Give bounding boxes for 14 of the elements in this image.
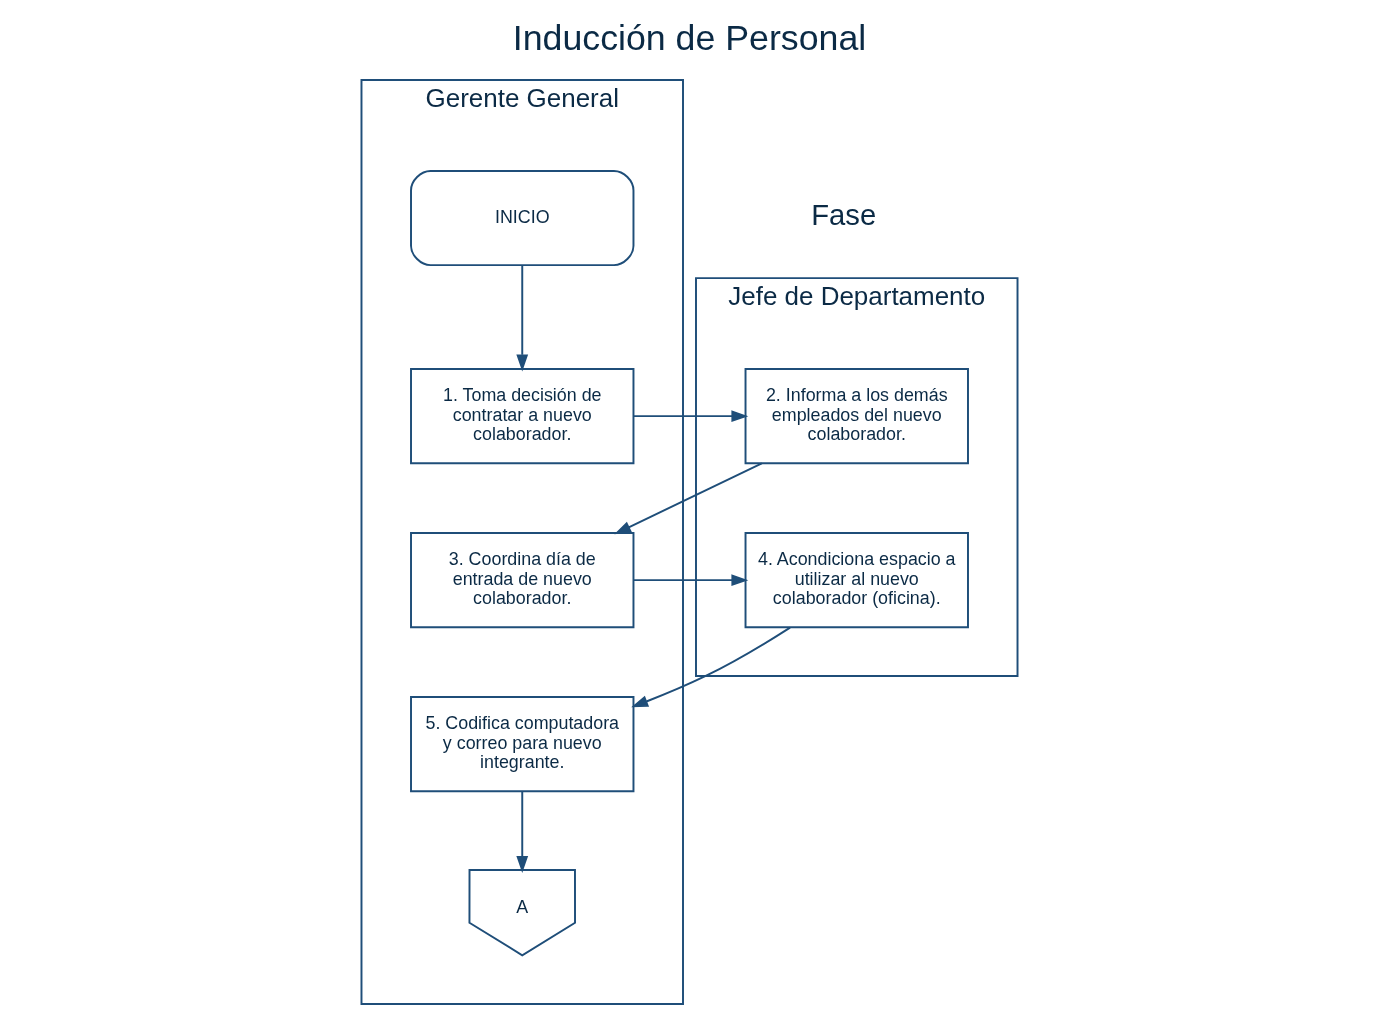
arrow xyxy=(516,264,529,372)
node-box: 1. Toma decisión de contratar a nuevo colaborador. xyxy=(410,368,635,465)
arrow xyxy=(633,410,749,423)
label: Fase xyxy=(811,199,877,232)
node-box: 2. Informa a los demás empleados del nuevo colaborador. xyxy=(744,368,969,465)
node-box: INICIO xyxy=(410,169,635,267)
arrow xyxy=(633,574,749,587)
node-box: 3. Coordina día de entrada de nuevo colaborador. xyxy=(410,532,635,629)
diagram-title: Inducción de Personal xyxy=(512,18,867,59)
arrow xyxy=(631,626,792,708)
arrow xyxy=(516,790,529,873)
node-box: 5. Codifica computadora y correo para nuevo integrante. xyxy=(410,696,635,793)
arrow xyxy=(614,462,763,535)
node-box: 4. Acondiciona espacio a utilizar al nuevo colaborador (oficina). xyxy=(744,532,969,629)
